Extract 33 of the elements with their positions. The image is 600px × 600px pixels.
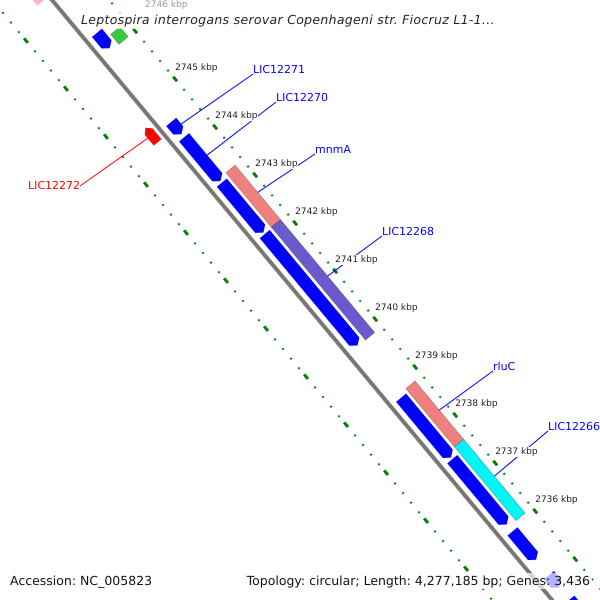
leader-line [80, 138, 148, 186]
leader-line [257, 154, 316, 193]
tick-label: 2746 kbp [145, 0, 188, 10]
gene-label: LIC12266 [548, 420, 600, 434]
tick-label: 2741 kbp [335, 255, 378, 266]
gene-label: mnmA [315, 143, 351, 157]
gene-label: LIC12270 [276, 91, 328, 105]
gene-label: LIC12271 [253, 63, 306, 77]
leader-line [180, 74, 254, 124]
tick-label: 2743 kbp [255, 159, 298, 170]
gene-feature [179, 133, 222, 182]
tick-label: 2745 kbp [175, 62, 218, 73]
tick-label: 2742 kbp [295, 207, 338, 218]
gene-feature [396, 394, 453, 458]
gene-label: LIC12268 [382, 225, 434, 239]
gene-feature [507, 527, 538, 560]
gene-feature [166, 118, 184, 135]
tick-label: 2738 kbp [455, 399, 498, 410]
tick-label: 2737 kbp [495, 447, 538, 458]
tick-label: 2736 kbp [535, 495, 578, 506]
genome-info: Topology: circular; Length: 4,277,185 bp; Genes: 3,436 [244, 573, 592, 589]
gene-feature [216, 178, 266, 233]
leader-line [438, 370, 494, 411]
gene-label: rluC [493, 360, 516, 374]
tick-label: 2739 kbp [415, 351, 458, 362]
accession-text: Accession: NC_005823 [8, 573, 154, 589]
gene-feature [260, 230, 360, 346]
gene-label: LIC12272 [28, 179, 80, 193]
leader-line [206, 102, 276, 156]
gene-feature [447, 455, 508, 525]
gene-feature [144, 128, 162, 146]
tick-label: 2740 kbp [375, 303, 418, 314]
tick-label: 2744 kbp [215, 111, 258, 121]
